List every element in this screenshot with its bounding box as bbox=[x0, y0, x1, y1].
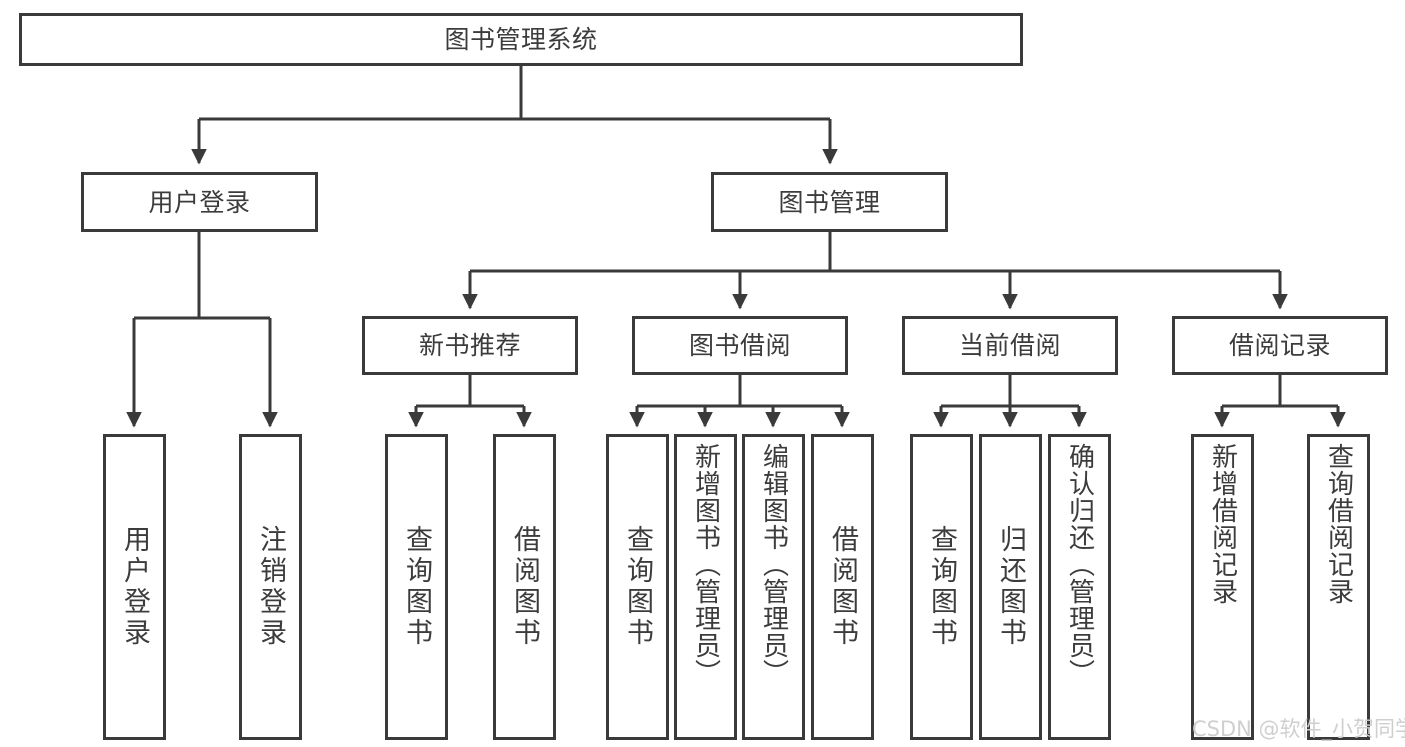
csdn-watermark: CSDN @软件_小贺同学 bbox=[1192, 717, 1405, 741]
node-label: 查询图书 bbox=[401, 525, 432, 649]
node-label: 注销登录 bbox=[255, 525, 286, 649]
node-label: 查询借阅记录 bbox=[1323, 443, 1354, 605]
node-label: 新书推荐 bbox=[418, 331, 521, 360]
leaf-add-borrow-record[interactable]: 新增借阅记录 bbox=[1191, 434, 1254, 740]
leaf-borrow-book[interactable]: 借阅图书 bbox=[811, 434, 874, 740]
leaf-add-book-admin[interactable]: 新增图书（管理员） bbox=[674, 434, 737, 740]
node-borrow-record[interactable]: 借阅记录 bbox=[1172, 316, 1388, 375]
node-label: 借阅记录 bbox=[1228, 331, 1331, 360]
node-label: 查询图书 bbox=[926, 525, 957, 649]
node-label: 图书管理 bbox=[778, 187, 881, 217]
node-book-management[interactable]: 图书管理 bbox=[711, 172, 948, 232]
leaf-query-book-borrow[interactable]: 查询图书 bbox=[606, 434, 669, 740]
node-label: 用户登录 bbox=[148, 187, 251, 217]
node-root-book-management-system[interactable]: 图书管理系统 bbox=[19, 13, 1023, 66]
node-label: 借阅图书 bbox=[827, 525, 858, 649]
node-current-borrow[interactable]: 当前借阅 bbox=[902, 316, 1118, 375]
leaf-confirm-return-admin[interactable]: 确认归还（管理员） bbox=[1048, 434, 1111, 740]
node-label: 编辑图书（管理员） bbox=[758, 443, 789, 686]
node-label: 确认归还（管理员） bbox=[1064, 443, 1095, 686]
leaf-query-borrow-record[interactable]: 查询借阅记录 bbox=[1307, 434, 1370, 740]
leaf-borrow-book-recommend[interactable]: 借阅图书 bbox=[493, 434, 556, 740]
node-label: 查询图书 bbox=[622, 525, 653, 649]
leaf-return-book[interactable]: 归还图书 bbox=[979, 434, 1042, 740]
leaf-query-book-current[interactable]: 查询图书 bbox=[910, 434, 973, 740]
node-label: 当前借阅 bbox=[958, 331, 1061, 360]
node-label: 用户登录 bbox=[119, 525, 150, 649]
leaf-query-book-recommend[interactable]: 查询图书 bbox=[385, 434, 448, 740]
leaf-user-login[interactable]: 用户登录 bbox=[103, 434, 166, 740]
node-new-book-recommend[interactable]: 新书推荐 bbox=[362, 316, 578, 375]
node-label: 图书管理系统 bbox=[444, 25, 598, 54]
node-label: 新增借阅记录 bbox=[1207, 443, 1238, 605]
node-book-borrow[interactable]: 图书借阅 bbox=[632, 316, 848, 375]
node-user-login[interactable]: 用户登录 bbox=[81, 172, 318, 232]
leaf-edit-book-admin[interactable]: 编辑图书（管理员） bbox=[742, 434, 805, 740]
node-label: 新增图书（管理员） bbox=[690, 443, 721, 686]
node-label: 借阅图书 bbox=[509, 525, 540, 649]
node-label: 图书借阅 bbox=[688, 331, 791, 360]
leaf-logout[interactable]: 注销登录 bbox=[239, 434, 302, 740]
node-label: 归还图书 bbox=[995, 525, 1026, 649]
